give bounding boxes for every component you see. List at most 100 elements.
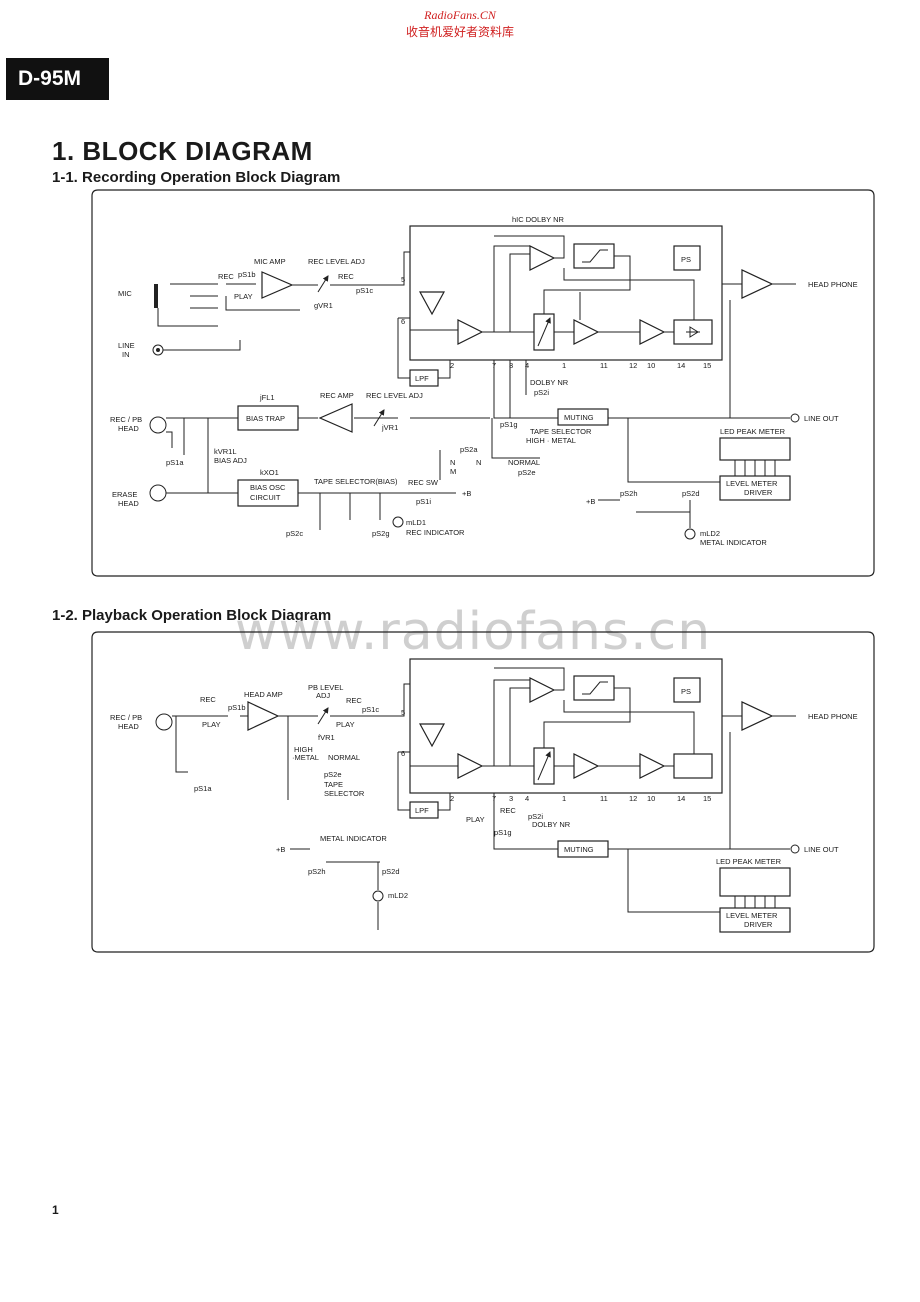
svg-text:pS1g: pS1g (500, 420, 518, 429)
svg-text:pS2c: pS2c (286, 529, 303, 538)
svg-text:REC LEVEL ADJ: REC LEVEL ADJ (366, 391, 423, 400)
svg-text:BIAS ADJ: BIAS ADJ (214, 456, 247, 465)
rec-bias-osc (237, 479, 299, 507)
svg-text:LINE OUT: LINE OUT (804, 845, 839, 854)
svg-text:pS1c: pS1c (356, 286, 373, 295)
svg-text:pS2h: pS2h (308, 867, 326, 876)
svg-text:pS1g: pS1g (494, 828, 512, 837)
svg-text:pS1b: pS1b (238, 270, 256, 279)
svg-text:LINE: LINE (118, 341, 135, 350)
svg-text:jFL1: jFL1 (259, 393, 275, 402)
svg-text:REC INDICATOR: REC INDICATOR (406, 528, 465, 537)
pb-headphone-amp (741, 701, 774, 731)
svg-text:pS1c: pS1c (362, 705, 379, 714)
svg-text:REC LEVEL ADJ: REC LEVEL ADJ (308, 257, 365, 266)
svg-text:ADJ: ADJ (316, 691, 330, 700)
svg-text:REC / PB: REC / PB (110, 713, 142, 722)
svg-text:3: 3 (509, 794, 513, 803)
svg-text:fVR1: fVR1 (318, 733, 335, 742)
svg-text:TAPE: TAPE (324, 780, 343, 789)
svg-text:pS1i: pS1i (416, 497, 431, 506)
page-number: 1 (52, 1203, 59, 1217)
svg-text:pS2i: pS2i (528, 812, 543, 821)
svg-text:·METAL: ·METAL (292, 753, 319, 762)
pb-head (155, 713, 173, 731)
svg-text:ERASE: ERASE (112, 490, 137, 499)
svg-text:METAL INDICATOR: METAL INDICATOR (700, 538, 767, 547)
svg-text:11: 11 (600, 794, 608, 803)
svg-text:pS1a: pS1a (166, 458, 184, 467)
svg-text:pS2g: pS2g (372, 529, 390, 538)
svg-text:REC: REC (338, 272, 354, 281)
svg-text:PLAY: PLAY (336, 720, 355, 729)
rec-ps-box (673, 245, 701, 271)
svg-text:REC: REC (200, 695, 216, 704)
svg-text:MIC: MIC (118, 289, 132, 298)
rec-bias-trap (237, 405, 299, 431)
svg-text:REC SW: REC SW (408, 478, 439, 487)
svg-text:N: N (450, 458, 455, 467)
pb-head-amp (247, 701, 280, 731)
svg-text:REC / PB: REC / PB (110, 415, 142, 424)
watermark-cn: 收音机爱好者资料库 (405, 25, 514, 39)
svg-text:HEAD: HEAD (118, 424, 139, 433)
svg-text:MIC AMP: MIC AMP (254, 257, 286, 266)
svg-text:LPF: LPF (415, 374, 429, 383)
svg-text:HEAD PHONE: HEAD PHONE (808, 712, 858, 721)
svg-text:+B: +B (276, 845, 285, 854)
svg-text:LEVEL METER: LEVEL METER (726, 911, 778, 920)
svg-text:REC: REC (346, 696, 362, 705)
svg-text:kXO1: kXO1 (260, 468, 279, 477)
svg-text:M: M (450, 467, 456, 476)
svg-text:14: 14 (677, 794, 685, 803)
svg-text:mLD2: mLD2 (700, 529, 720, 538)
section-1-title: 1-1. Recording Operation Block Diagram (52, 169, 341, 186)
svg-text:HEAD PHONE: HEAD PHONE (808, 280, 858, 289)
svg-text:14: 14 (677, 361, 685, 370)
svg-text:1: 1 (562, 361, 566, 370)
rec-mic-amp (261, 271, 294, 299)
svg-text:kVR1L: kVR1L (214, 447, 237, 456)
rec-frame (91, 189, 875, 577)
svg-text:DRIVER: DRIVER (744, 920, 773, 929)
svg-text:HIGH: HIGH (294, 745, 313, 754)
rec-mic-jack (154, 284, 158, 308)
svg-text:REC AMP: REC AMP (320, 391, 354, 400)
svg-text:+B: +B (586, 497, 595, 506)
svg-text:HIGH · METAL: HIGH · METAL (526, 436, 576, 445)
svg-text:BIAS OSC: BIAS OSC (250, 483, 286, 492)
svg-text:NORMAL: NORMAL (328, 753, 360, 762)
svg-text:SELECTOR: SELECTOR (324, 789, 365, 798)
svg-text:DOLBY NR: DOLBY NR (532, 820, 571, 829)
svg-text:LEVEL METER: LEVEL METER (726, 479, 778, 488)
rec-led-peak-meter (719, 437, 791, 461)
svg-text:PLAY: PLAY (466, 815, 485, 824)
svg-text:pS2e: pS2e (518, 468, 536, 477)
svg-text:15: 15 (703, 794, 711, 803)
section-2-title: 1-2. Playback Operation Block Diagram (52, 607, 332, 624)
svg-text:jVR1: jVR1 (381, 423, 398, 432)
svg-text:HEAD: HEAD (118, 499, 139, 508)
svg-text:pS2d: pS2d (382, 867, 400, 876)
svg-text:6: 6 (401, 317, 405, 326)
svg-text:4: 4 (525, 361, 529, 370)
svg-text:LED PEAK METER: LED PEAK METER (720, 427, 786, 436)
svg-text:HEAD AMP: HEAD AMP (244, 690, 283, 699)
svg-text:4: 4 (525, 794, 529, 803)
svg-text:10: 10 (647, 361, 655, 370)
rec-metal-led (684, 528, 696, 540)
svg-text:3: 3 (509, 361, 513, 370)
svg-text:10: 10 (647, 794, 655, 803)
svg-text:NORMAL: NORMAL (508, 458, 540, 467)
svg-text:BIAS TRAP: BIAS TRAP (246, 414, 285, 423)
rec-rec-amp (318, 403, 353, 433)
rec-led-indicator (392, 516, 404, 528)
svg-text:pS2a: pS2a (460, 445, 478, 454)
svg-text:LPF: LPF (415, 806, 429, 815)
svg-text:IN: IN (122, 350, 130, 359)
rec-headphone-amp (741, 269, 774, 299)
svg-text:REC: REC (218, 272, 234, 281)
svg-text:5: 5 (401, 708, 405, 717)
svg-text:pS2e: pS2e (324, 770, 342, 779)
rec-ic-amp-1 (529, 245, 556, 271)
